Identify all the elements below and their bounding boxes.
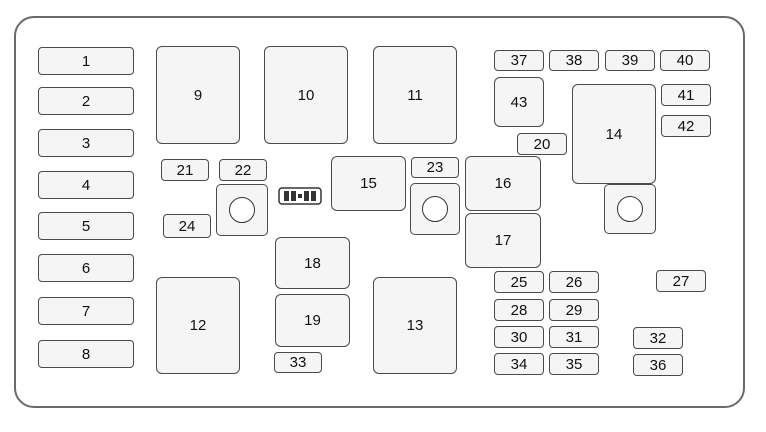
bolt-stud-icon (422, 196, 448, 222)
fuse-27: 27 (656, 270, 706, 292)
relay-15: 15 (331, 156, 406, 211)
fuse-7: 7 (38, 297, 134, 325)
fuse-1: 1 (38, 47, 134, 75)
fuse-5: 5 (38, 212, 134, 240)
fuse-8: 8 (38, 340, 134, 368)
fuse-35: 35 (549, 353, 599, 375)
fuse-34: 34 (494, 353, 544, 375)
fuse-42: 42 (661, 115, 711, 137)
stud-left (216, 184, 268, 236)
fuse-40: 40 (660, 50, 710, 71)
fuse-29: 29 (549, 299, 599, 321)
relay-14: 14 (572, 84, 656, 184)
fuse-22: 22 (219, 159, 267, 181)
stud-center (410, 183, 460, 235)
fuse-25: 25 (494, 271, 544, 293)
fuse-28: 28 (494, 299, 544, 321)
relay-18: 18 (275, 237, 350, 289)
relay-12: 12 (156, 277, 240, 374)
relay-19: 19 (275, 294, 350, 347)
fuse-32: 32 (633, 327, 683, 349)
fuse-33: 33 (274, 352, 322, 373)
fuse-4: 4 (38, 171, 134, 199)
fuse-24: 24 (163, 214, 211, 238)
fuse-30: 30 (494, 326, 544, 348)
relay-13: 13 (373, 277, 457, 374)
stud-right (604, 184, 656, 234)
relay-10: 10 (264, 46, 348, 144)
fuse-39: 39 (605, 50, 655, 71)
fuse-21: 21 (161, 159, 209, 181)
relay-17: 17 (465, 213, 541, 268)
fuse-26: 26 (549, 271, 599, 293)
fuse-2: 2 (38, 87, 134, 115)
bolt-stud-icon (617, 196, 643, 222)
fuse-6: 6 (38, 254, 134, 282)
fuse-37: 37 (494, 50, 544, 71)
relay-43: 43 (494, 77, 544, 127)
fuse-41: 41 (661, 84, 711, 106)
fuse-36: 36 (633, 354, 683, 376)
relay-11: 11 (373, 46, 457, 144)
relay-16: 16 (465, 156, 541, 211)
connector-icon (278, 187, 322, 205)
fuse-20: 20 (517, 133, 567, 155)
fuse-31: 31 (549, 326, 599, 348)
fuse-3: 3 (38, 129, 134, 157)
fuse-23: 23 (411, 157, 459, 178)
relay-9: 9 (156, 46, 240, 144)
fuse-38: 38 (549, 50, 599, 71)
bolt-stud-icon (229, 197, 255, 223)
